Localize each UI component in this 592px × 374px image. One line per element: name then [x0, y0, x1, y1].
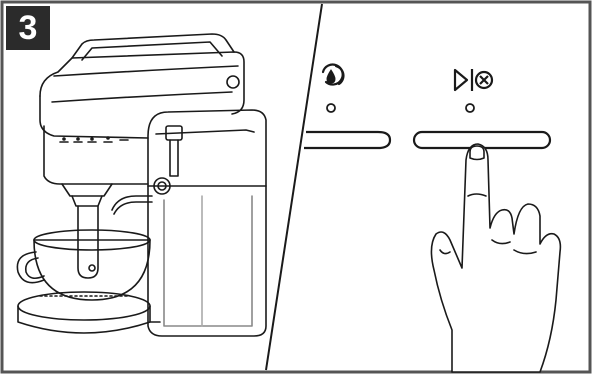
play-cancel-icon — [455, 69, 492, 91]
machine-head — [40, 52, 244, 114]
step-number-badge: 3 — [6, 6, 50, 50]
group-head — [62, 184, 112, 196]
water-tank — [148, 110, 266, 336]
coffee-cup — [34, 240, 150, 300]
drip-tray — [18, 292, 150, 320]
coffee-machine-illustration — [17, 34, 266, 336]
descale-button[interactable] — [304, 132, 390, 148]
side-knob — [227, 76, 239, 88]
panel-divider — [266, 4, 322, 370]
pressing-hand-illustration — [431, 144, 560, 372]
descale-indicator-light — [327, 104, 335, 112]
descale-icon — [323, 65, 343, 85]
start-indicator-light — [466, 104, 474, 112]
